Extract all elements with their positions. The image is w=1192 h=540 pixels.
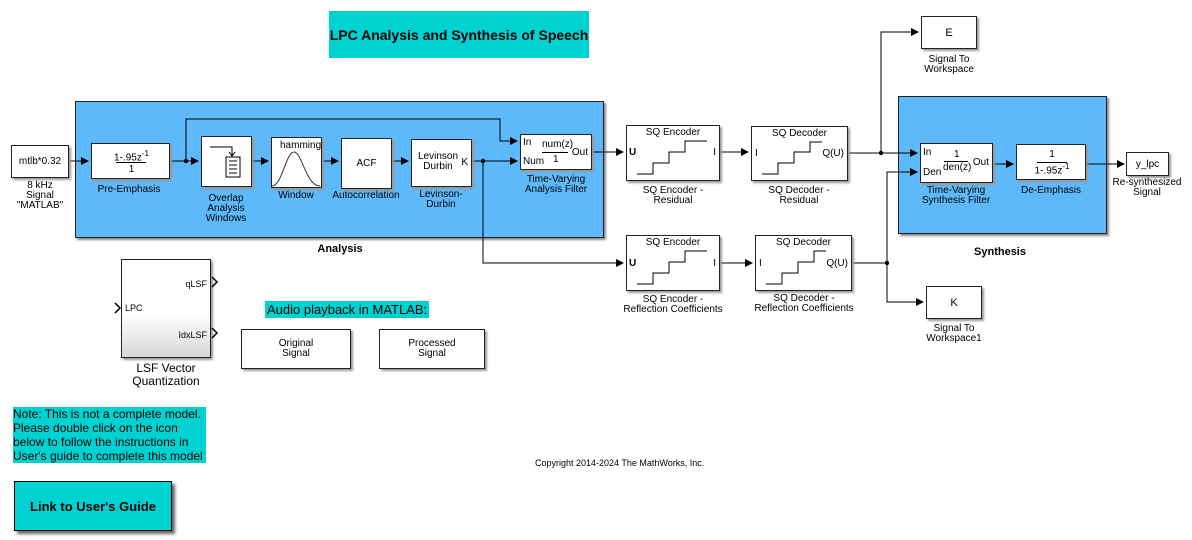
audio-playback-heading: Audio playback in MATLAB: — [265, 301, 430, 318]
sq-encoder-residual-label: SQ Encoder - Residual — [642, 185, 704, 206]
sq-encoder-reflection-in-port: U — [629, 258, 637, 269]
sq-encoder-residual-in-port: U — [629, 147, 637, 158]
sq-encoder-residual-title: SQ Encoder — [645, 127, 701, 138]
workspace-e-block[interactable]: E — [921, 16, 977, 49]
sq-decoder-reflection-block[interactable]: SQ Decoder I Q(U) — [755, 235, 852, 291]
synthesis-filter-out-port: Out — [972, 157, 989, 168]
sq-decoder-reflection-label: SQ Decoder - Reflection Coefficients — [754, 293, 854, 314]
original-signal-button[interactable]: Original Signal — [241, 329, 351, 369]
synthesis-filter-block[interactable]: In Den 1 den(z) Out — [920, 143, 993, 183]
acf-label: Autocorrelation — [332, 190, 400, 201]
processed-signal-button[interactable]: Processed Signal — [379, 329, 485, 369]
staircase-icon — [766, 250, 826, 285]
sq-encoder-residual-out-port: I — [713, 147, 716, 158]
output-label: Re-synthesized Signal — [1112, 177, 1182, 198]
sq-encoder-reflection-block[interactable]: SQ Encoder U I — [626, 235, 720, 291]
sq-decoder-reflection-out-port: Q(U) — [826, 258, 848, 269]
levinson-durbin-block[interactable]: Levinson Durbin K — [411, 139, 472, 187]
pre-emphasis-block[interactable]: 1-.95z-1 1 — [91, 143, 170, 179]
analysis-filter-in-port: In — [523, 137, 532, 148]
workspace-e-label: Signal To Workspace — [924, 54, 974, 75]
source-label: 8 kHz Signal "MATLAB" — [16, 180, 64, 211]
de-emphasis-den-exp: -1 — [1062, 162, 1070, 171]
incomplete-model-note: Note: This is not a complete model. Plea… — [13, 407, 206, 463]
sq-encoder-reflection-label: SQ Encoder - Reflection Coefficients — [623, 294, 723, 315]
synthesis-label: Synthesis — [974, 246, 1026, 258]
sq-decoder-residual-in-port: I — [755, 148, 758, 159]
levinson-text: Levinson Durbin — [418, 151, 459, 172]
lsf-quantization-block[interactable]: LPC qLSF IdxLSF — [121, 259, 211, 358]
de-emphasis-num: 1 — [1049, 149, 1055, 160]
workspace-k-label: Signal To Workspace1 — [926, 323, 982, 344]
synthesis-filter-label: Time-Varying Synthesis Filter — [921, 185, 991, 206]
synthesis-filter-num: 1 — [954, 149, 960, 160]
synthesis-filter-den-port: Den — [923, 167, 942, 178]
analysis-filter-num: num(z) — [542, 139, 574, 150]
sq-decoder-residual-label: SQ Decoder - Residual — [768, 185, 830, 206]
sq-encoder-residual-block[interactable]: SQ Encoder U I — [626, 125, 720, 181]
hamming-curve-icon — [272, 151, 321, 187]
de-emphasis-den: 1-.95z — [1034, 165, 1063, 177]
staircase-icon — [637, 140, 707, 175]
overlap-windows-label: Overlap Analysis Windows — [205, 193, 247, 224]
lsf-quantization-label: LSF Vector Quantization — [132, 361, 200, 388]
buffer-icon — [210, 146, 241, 178]
analysis-filter-label: Time-Varying Analysis Filter — [524, 174, 588, 195]
lsf-out-port-qlsf: qLSF — [185, 279, 207, 289]
sq-decoder-reflection-in-port: I — [759, 258, 762, 269]
pre-emphasis-den: 1 — [128, 164, 135, 175]
lsf-in-port: LPC — [125, 303, 143, 313]
levinson-durbin-label: Levinson- Durbin — [419, 189, 463, 210]
staircase-icon — [637, 250, 707, 285]
source-block[interactable]: mtlb*0.32 — [11, 145, 69, 178]
copyright-text: Copyright 2014-2024 The MathWorks, Inc. — [535, 458, 705, 468]
analysis-filter-out-port: Out — [571, 147, 588, 158]
levinson-port-k: K — [461, 157, 468, 168]
staircase-icon — [762, 141, 822, 175]
overlap-windows-block[interactable] — [201, 136, 252, 187]
analysis-filter-den: 1 — [553, 154, 559, 165]
pre-emphasis-label: Pre-Emphasis — [97, 184, 161, 195]
pre-emphasis-num: 1-.95z — [114, 152, 142, 164]
lsf-output-chevron-icon — [211, 276, 219, 288]
window-text: hamming — [280, 140, 322, 151]
de-emphasis-block[interactable]: 1 1-.95z-1 — [1016, 144, 1086, 180]
acf-block[interactable]: ACF — [341, 138, 392, 189]
de-emphasis-label: De-Emphasis — [1020, 185, 1082, 196]
lsf-input-chevron-icon — [114, 302, 122, 314]
output-block[interactable]: y_lpc — [1126, 152, 1169, 176]
analysis-filter-block[interactable]: In Num num(z) 1 Out — [520, 134, 592, 170]
lsf-output-chevron-icon — [211, 327, 219, 339]
window-block[interactable]: hamming — [271, 137, 322, 188]
synthesis-filter-den: den(z) — [943, 162, 972, 173]
lsf-out-port-idxlsf: IdxLSF — [178, 330, 207, 340]
synthesis-filter-in-port: In — [923, 147, 932, 158]
users-guide-link[interactable]: Link to User's Guide — [14, 481, 172, 531]
window-label: Window — [278, 190, 314, 201]
pre-emphasis-num-exp: -1 — [141, 149, 149, 158]
sq-encoder-reflection-out-port: I — [713, 258, 716, 269]
sq-encoder-reflection-title: SQ Encoder — [645, 237, 701, 248]
sq-decoder-residual-out-port: Q(U) — [822, 148, 844, 159]
model-title: LPC Analysis and Synthesis of Speech — [329, 11, 589, 58]
analysis-label: Analysis — [317, 243, 363, 255]
workspace-k-block[interactable]: K — [926, 286, 982, 319]
sq-decoder-residual-title: SQ Decoder — [771, 128, 828, 139]
sq-decoder-reflection-title: SQ Decoder — [775, 237, 832, 248]
sq-decoder-residual-block[interactable]: SQ Decoder I Q(U) — [751, 126, 848, 181]
analysis-filter-num-port: Num — [523, 156, 545, 167]
